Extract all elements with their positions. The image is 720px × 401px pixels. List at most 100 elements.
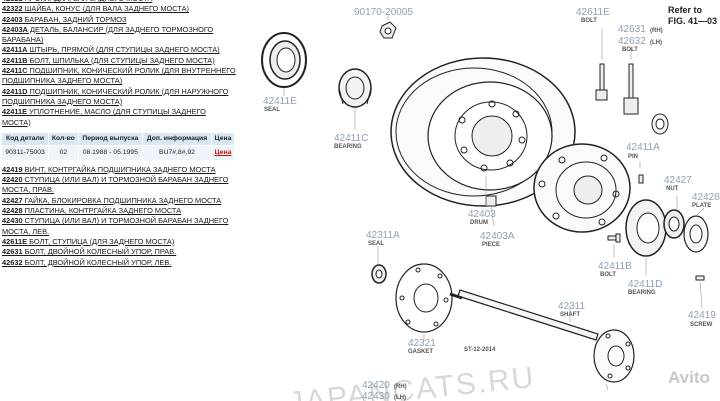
part-name: СТУПИЦА (ИЛИ ВАЛ) И ТОРМОЗНОЙ БАРАБАН ЗА… bbox=[2, 175, 229, 195]
axle-shaft-part[interactable] bbox=[449, 289, 635, 383]
part-name: БАРАБАН, ЗАДНИЙ ТОРМОЗ bbox=[22, 14, 127, 24]
outer-bearing-part[interactable] bbox=[625, 199, 667, 257]
label-42611e[interactable]: 42611E bbox=[576, 7, 610, 18]
part-link[interactable]: 42411D ПОДШИПНИК, КОНИЧЕСКИЙ РОЛИК (ДЛЯ … bbox=[0, 87, 236, 108]
part-link[interactable]: 42428 ПЛАСТИНА, КОНТРГАЙКА ЗАДНЕГО МОСТА bbox=[0, 206, 236, 216]
parts-list-top: 42321 ПРОКЛАДКА, ВАЛ ЗАДНЕГО МОСТА42322 … bbox=[0, 0, 236, 128]
part-name: СТУПИЦА (ИЛИ ВАЛ) И ТОРМОЗНОЙ БАРАБАН ЗА… bbox=[2, 216, 229, 236]
col-qty: Кол-во bbox=[48, 131, 79, 146]
part-link[interactable]: 42631 БОЛТ, ДВОЙНОЙ КОЛЕСНЫЙ УПОР, ПРАВ. bbox=[0, 247, 236, 257]
col-info: Доп. информация bbox=[141, 131, 213, 146]
label-42311a[interactable]: 42311A bbox=[366, 230, 400, 241]
stamp-text: ST-12-2014 bbox=[464, 347, 496, 353]
fig-ref-part bbox=[651, 113, 669, 135]
caption-rh: (RH) bbox=[650, 28, 663, 34]
col-price: Цена bbox=[211, 131, 235, 146]
detail-table-header: Код детали Кол-во Период выпуска Доп. ин… bbox=[0, 131, 235, 146]
label-42403a[interactable]: 42403A bbox=[480, 231, 515, 242]
caption-gasket: GASKET bbox=[408, 349, 433, 355]
part-link[interactable]: 42611E БОЛТ, СТУПИЦА (ДЛЯ ЗАДНЕГО МОСТА) bbox=[0, 237, 236, 247]
label-42632[interactable]: 42632 bbox=[618, 36, 646, 47]
part-code: 42322 bbox=[2, 4, 23, 14]
label-42419[interactable]: 42419 bbox=[688, 310, 716, 321]
part-link[interactable]: 42430 СТУПИЦА (ИЛИ ВАЛ) И ТОРМОЗНОЙ БАРА… bbox=[0, 216, 236, 237]
caption-bolt-3: BOLT bbox=[600, 272, 616, 278]
hub-bolt-part[interactable] bbox=[595, 63, 608, 101]
part-link[interactable]: 42411C ПОДШИПНИК, КОНИЧЕСКИЙ РОЛИК (ДЛЯ … bbox=[0, 66, 236, 87]
part-code: 42411B bbox=[2, 55, 28, 65]
price-link[interactable]: Цена bbox=[211, 144, 235, 161]
part-link[interactable]: 42411A ШТЫРЬ, ПРЯМОЙ (ДЛЯ СТУПИЦЫ ЗАДНЕГ… bbox=[0, 45, 236, 55]
wheel-stopper-bolt-part[interactable] bbox=[623, 63, 639, 115]
lock-nut-part[interactable] bbox=[663, 209, 685, 239]
caption-plate: PLATE bbox=[692, 203, 711, 209]
part-link[interactable]: 42419 ВИНТ, КОНТРГАЙКА ПОДШИПНИКА ЗАДНЕГ… bbox=[0, 165, 236, 175]
fig-ref-link[interactable]: FIG. 41—03 bbox=[668, 16, 717, 26]
label-42411d[interactable]: 42411D bbox=[628, 279, 662, 290]
label-42311[interactable]: 42311 bbox=[558, 301, 586, 312]
cell-qty: 02 bbox=[48, 144, 79, 161]
axle-hub-part[interactable] bbox=[533, 143, 631, 233]
label-42321[interactable]: 42321 bbox=[408, 338, 436, 349]
label-42403[interactable]: 42403 bbox=[468, 209, 496, 220]
part-link[interactable]: 42403A ДЕТАЛЬ, БАЛАНСИР (ДЛЯ ЗАДНЕГО ТОР… bbox=[0, 25, 236, 46]
cell-info: BU7#,8#,92 bbox=[141, 144, 213, 161]
part-name: ПЛАСТИНА, КОНТРГАЙКА ЗАДНЕГО МОСТА bbox=[22, 206, 182, 216]
part-code: 42403 bbox=[2, 14, 23, 24]
straight-pin-part[interactable] bbox=[638, 174, 644, 184]
part-code: 42430 bbox=[2, 216, 23, 226]
cell-period: 08.1988 - 05.1995 bbox=[77, 144, 143, 161]
table-row: 90311-75003 02 08.1988 - 05.1995 BU7#,8#… bbox=[0, 144, 235, 161]
label-42631[interactable]: 42631 bbox=[618, 24, 646, 35]
part-link[interactable]: 42411B БОЛТ, ШПИЛЬКА (ДЛЯ СТУПИЦЫ ЗАДНЕГ… bbox=[0, 56, 236, 66]
part-name: УПЛОТНЕНИЕ, МАСЛО (ДЛЯ СТУПИЦЫ ЗАДНЕГО М… bbox=[2, 107, 206, 127]
watermark-text: JAPANCATS.RU bbox=[287, 361, 537, 401]
part-link[interactable]: 42321 ПРОКЛАДКА, ВАЛ ЗАДНЕГО МОСТА bbox=[0, 0, 236, 4]
part-code: 42428 bbox=[2, 206, 23, 216]
label-42411a[interactable]: 42411A bbox=[626, 142, 660, 153]
stud-bolt-part[interactable] bbox=[607, 233, 621, 243]
caption-pin: PIN bbox=[628, 154, 638, 160]
part-name: ВИНТ, КОНТРГАЙКА ПОДШИПНИКА ЗАДНЕГО МОСТ… bbox=[22, 164, 216, 174]
part-code: 42403A bbox=[2, 24, 28, 34]
label-42428[interactable]: 42428 bbox=[692, 192, 720, 203]
lock-plate-part[interactable] bbox=[683, 215, 709, 253]
nut-part[interactable] bbox=[379, 21, 397, 39]
part-link[interactable]: 42403 БАРАБАН, ЗАДНИЙ ТОРМОЗ bbox=[0, 15, 236, 25]
part-name: ПОДШИПНИК, КОНИЧЕСКИЙ РОЛИК (ДЛЯ НАРУЖНО… bbox=[2, 86, 229, 106]
label-42430[interactable]: 42430 bbox=[362, 391, 390, 401]
label-42427[interactable]: 42427 bbox=[664, 175, 692, 186]
exploded-parts-diagram: JAPANCATS.RU Avito bbox=[261, 5, 720, 401]
oil-seal-part[interactable] bbox=[261, 32, 307, 88]
label-42411b[interactable]: 42411B bbox=[598, 261, 632, 272]
part-code: 42632 bbox=[2, 257, 23, 267]
part-link[interactable]: 42632 БОЛТ, ДВОЙНОЙ КОЛЕСНЫЙ УПОР, ЛЕВ. bbox=[0, 258, 236, 268]
part-link[interactable]: 42420 СТУПИЦА (ИЛИ ВАЛ) И ТОРМОЗНОЙ БАРА… bbox=[0, 175, 236, 196]
diagram-labels: 90170-20005 42611E BOLT 42631 (RH) 42632… bbox=[263, 5, 720, 401]
gasket-part[interactable] bbox=[395, 263, 453, 333]
balance-piece-part[interactable] bbox=[485, 195, 497, 207]
label-42420[interactable]: 42420 bbox=[362, 380, 390, 391]
part-name: ШТЫРЬ, ПРЯМОЙ (ДЛЯ СТУПИЦЫ ЗАДНЕГО МОСТА… bbox=[27, 45, 220, 55]
caption-rh-2: (RH) bbox=[394, 384, 407, 390]
caption-bearing-2: BEARING bbox=[628, 290, 656, 296]
caption-bolt-2: BOLT bbox=[622, 47, 638, 53]
part-link[interactable]: 42427 ГАЙКА, БЛОКИРОВКА ПОДШИПНИКА ЗАДНЕ… bbox=[0, 196, 236, 206]
caption-bearing-1: BEARING bbox=[334, 144, 362, 150]
shaft-seal-part[interactable] bbox=[371, 264, 387, 284]
caption-piece: PIECE bbox=[482, 242, 500, 248]
part-code: 42420 bbox=[2, 175, 23, 185]
label-90170-20005[interactable]: 90170-20005 bbox=[354, 7, 413, 18]
part-code: 42411A bbox=[2, 45, 28, 55]
label-42411c[interactable]: 42411C bbox=[334, 133, 368, 144]
part-code: 42631 bbox=[2, 247, 23, 257]
brake-drum-part[interactable] bbox=[390, 57, 576, 207]
caption-lh: (LH) bbox=[650, 40, 662, 46]
part-name: ГАЙКА, БЛОКИРОВКА ПОДШИПНИКА ЗАДНЕГО МОС… bbox=[22, 195, 222, 205]
screw-part[interactable] bbox=[695, 275, 705, 281]
part-link[interactable]: 42322 ШАЙБА, КОНУС (ДЛЯ ВАЛА ЗАДНЕГО МОС… bbox=[0, 4, 236, 14]
part-name: ПОДШИПНИК, КОНИЧЕСКИЙ РОЛИК (ДЛЯ ВНУТРЕН… bbox=[2, 66, 236, 86]
label-42411e[interactable]: 42411E bbox=[263, 96, 297, 107]
inner-bearing-part[interactable] bbox=[338, 68, 372, 108]
part-link[interactable]: 42411E УПЛОТНЕНИЕ, МАСЛО (ДЛЯ СТУПИЦЫ ЗА… bbox=[0, 107, 236, 128]
